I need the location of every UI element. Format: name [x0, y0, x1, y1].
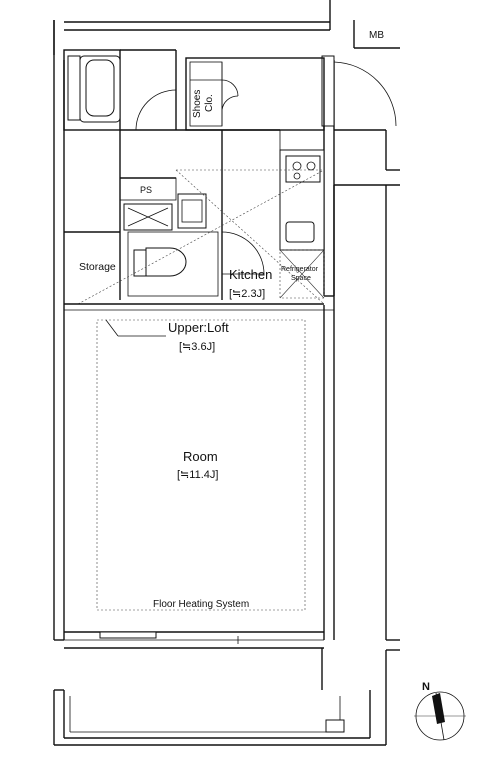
floor-heating-area	[96, 319, 306, 611]
storage: Storage	[64, 231, 120, 273]
north-compass: N	[414, 681, 466, 741]
toilet-tank	[133, 249, 147, 277]
main-room: Room [≒11.4J] Floor Heating System	[96, 319, 306, 611]
kitchen-label: Kitchen	[229, 267, 272, 282]
room-area: [≒11.4J]	[177, 469, 218, 481]
sink	[285, 221, 315, 243]
north-label: N	[422, 681, 430, 693]
storage-label: Storage	[79, 261, 116, 273]
mb-label: MB	[369, 30, 384, 41]
loft-area: [≒3.6J]	[179, 341, 215, 353]
fridge-label: Refrigerator	[281, 266, 319, 273]
loft-label: Upper:Loft	[168, 320, 229, 335]
shoes-label: Shoes	[192, 90, 203, 118]
bathroom-door	[135, 89, 177, 131]
shoes-label-2: Clo.	[204, 94, 215, 112]
bathroom	[63, 49, 177, 131]
kitchen: Refrigerator Space Kitchen [≒2.3J]	[229, 129, 325, 300]
balcony	[53, 631, 387, 746]
stove	[285, 155, 321, 183]
refrigerator-space	[279, 249, 325, 299]
floor-heating-label: Floor Heating System	[153, 599, 249, 610]
north-arrow-icon	[432, 693, 445, 724]
ps-label: PS	[140, 185, 152, 195]
bathtub	[85, 59, 115, 117]
toilet-bowl	[145, 247, 187, 277]
washroom: PS	[119, 129, 280, 300]
room-label: Room	[183, 449, 218, 464]
shoes-closet: Shoes Clo.	[185, 57, 325, 131]
fridge-label-2: Space	[291, 275, 311, 282]
loft-outline: Upper:Loft [≒3.6J]	[64, 169, 334, 353]
outer-walls	[53, 0, 400, 690]
kitchen-area: [≒2.3J]	[229, 288, 265, 300]
